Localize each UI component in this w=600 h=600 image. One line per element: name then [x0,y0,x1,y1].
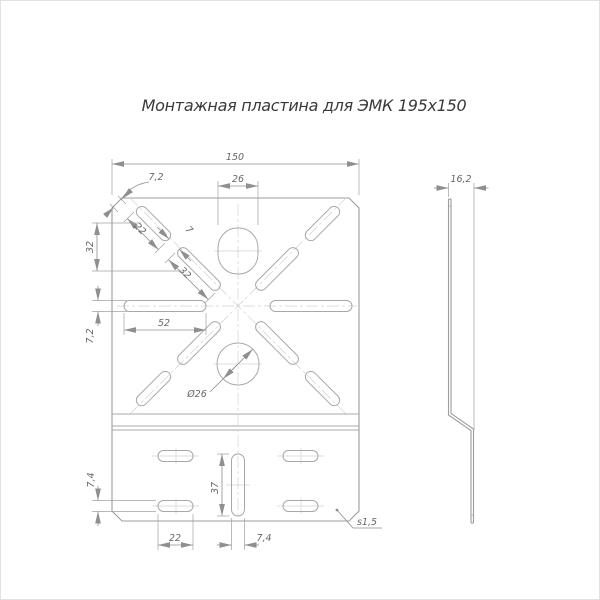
plate-cutouts [123,205,353,517]
dim-label-dia26: Ø26 [186,389,207,400]
slot-horizontal-right [269,300,353,312]
slot-diagonal-ne-inner [255,247,299,291]
dim-bend-offset: 16,2 [434,174,489,430]
dim-top-hole-width: 26 [217,174,259,225]
dim-bottom-slot-height: 7,4 [86,472,156,526]
hole-top-obround [217,227,259,275]
dim-outer-diag-slot: 22 [123,211,166,254]
slot-horizontal-left [123,300,207,312]
dim-label-37: 37 [210,482,221,494]
dim-label-22-bottom: 22 [169,533,181,544]
slot-diagonal-ne-outer [304,205,341,242]
dim-label-7-4-bottom: 7,4 [256,533,271,544]
dim-vertical-32: 32 [85,222,186,272]
dim-bottom-hole-dia: Ø26 [186,348,254,400]
slot-center-vertical [231,453,245,517]
slot-diagonal-se-inner [255,321,299,365]
slot-diagonal-se-outer [304,370,341,407]
dim-label-32-vert: 32 [85,241,96,253]
dim-label-32-diag: 32 [177,265,193,281]
dim-label-s1-5: s1,5 [357,517,377,528]
slot-bottom-right-lower [282,500,319,512]
dim-bottom-slot-length: 22 [157,514,194,550]
side-view: 16,2 [434,174,489,524]
dim-horiz-slot-length: 52 [123,313,207,335]
dim-label-7-4-left: 7,4 [86,472,97,487]
dim-label-7-2-corner: 7,2 [148,172,163,183]
dim-center-slot-width: 7,4 [217,518,272,550]
side-profile-outer [447,199,472,523]
front-view: 150 26 7,2 22 [85,152,382,550]
dim-label-16-2: 16,2 [450,174,471,185]
dim-diag-gap: 7 [156,224,195,262]
hole-bottom-circle [216,342,260,386]
center-lines [117,196,357,517]
slot-diagonal-sw-inner [177,321,221,365]
drawing-title: Монтажная пластина для ЭМК 195х150 [142,96,467,115]
dim-label-7-gap: 7 [183,224,195,236]
thickness-callout: s1,5 [335,508,382,529]
dim-label-52: 52 [158,318,170,329]
dim-center-slot-length: 37 [210,453,229,517]
dim-horiz-slot-width: 7,2 [85,286,127,344]
dim-label-26: 26 [232,174,244,185]
dim-label-150: 150 [226,152,244,163]
plate-outline [111,197,360,522]
side-profile-inner [450,199,475,523]
dim-label-7-2-left: 7,2 [85,328,96,343]
slot-diagonal-sw-outer [135,370,172,407]
slot-bottom-left-lower [157,500,194,512]
slot-bottom-right-upper [282,450,319,462]
dim-corner-slot-width: 7,2 [102,172,164,219]
slot-bottom-left-upper [157,450,194,462]
dim-overall-width: 150 [111,152,360,195]
